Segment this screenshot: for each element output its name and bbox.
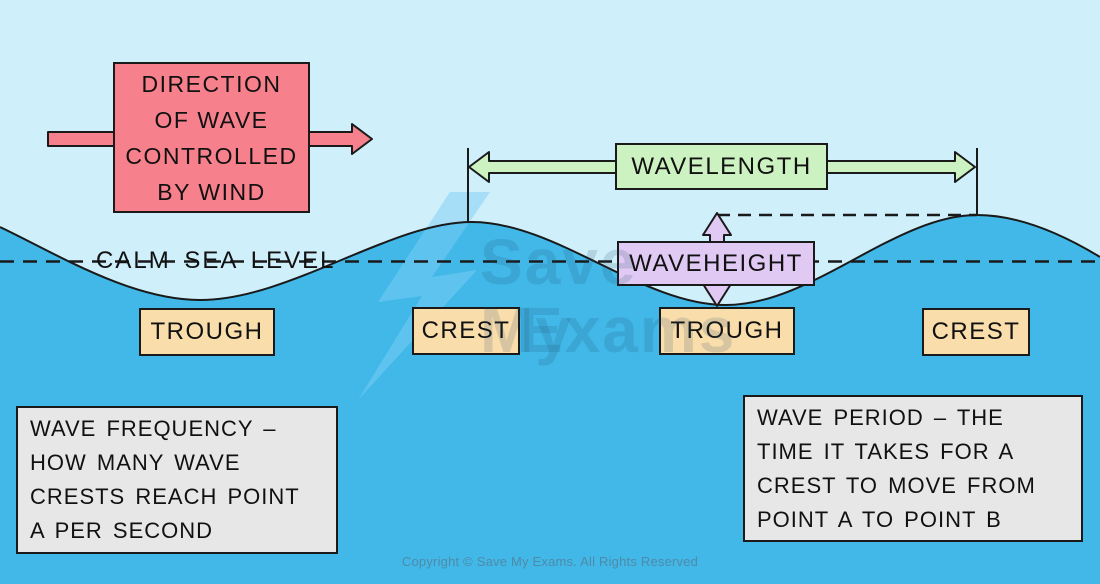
waveheight-label-box: WAVEHEIGHT bbox=[617, 241, 815, 286]
period-line: TIME IT TAKES FOR A bbox=[757, 438, 1015, 464]
waveheight-label: WAVEHEIGHT bbox=[629, 249, 803, 277]
wind-arrow-head bbox=[308, 123, 373, 155]
wave-frequency-note-box: WAVE FREQUENCY – HOW MANY WAVE CRESTS RE… bbox=[16, 406, 338, 554]
direction-line: CONTROLLED bbox=[125, 142, 298, 169]
frequency-line: WAVE FREQUENCY – bbox=[30, 416, 277, 441]
trough-label: TROUGH bbox=[150, 318, 264, 345]
wavelength-label-box: WAVELENGTH bbox=[615, 143, 828, 190]
trough-marker-1: TROUGH bbox=[139, 308, 275, 356]
copyright-text: Copyright © Save My Exams. All Rights Re… bbox=[401, 554, 699, 569]
wave-period-note-box: WAVE PERIOD – THE TIME IT TAKES FOR A CR… bbox=[743, 395, 1083, 542]
trough-label: TROUGH bbox=[670, 317, 784, 344]
wind-arrow-shaft bbox=[47, 131, 116, 147]
calm-sea-level-label: CALM SEA LEVEL bbox=[96, 247, 336, 274]
crest-marker-2: CREST bbox=[922, 308, 1030, 356]
wavelength-label: WAVELENGTH bbox=[631, 152, 812, 180]
period-line: WAVE PERIOD – THE bbox=[757, 404, 1004, 430]
period-line: CREST TO MOVE FROM bbox=[757, 472, 1036, 498]
frequency-line: HOW MANY WAVE bbox=[30, 450, 241, 475]
direction-line: OF WAVE bbox=[154, 106, 269, 133]
frequency-line: CRESTS REACH POINT bbox=[30, 484, 300, 509]
direction-line: DIRECTION bbox=[141, 70, 282, 97]
direction-line: BY WIND bbox=[157, 178, 266, 205]
period-line: POINT A TO POINT B bbox=[757, 506, 1002, 532]
wind-direction-box: DIRECTION OF WAVE CONTROLLED BY WIND bbox=[113, 62, 310, 213]
crest-marker-1: CREST bbox=[412, 307, 520, 355]
crest-label: CREST bbox=[421, 317, 511, 344]
trough-marker-2: TROUGH bbox=[659, 307, 795, 355]
watermark-bolt-icon bbox=[358, 192, 490, 400]
crest-label: CREST bbox=[931, 318, 1021, 345]
frequency-line: A PER SECOND bbox=[30, 518, 214, 543]
